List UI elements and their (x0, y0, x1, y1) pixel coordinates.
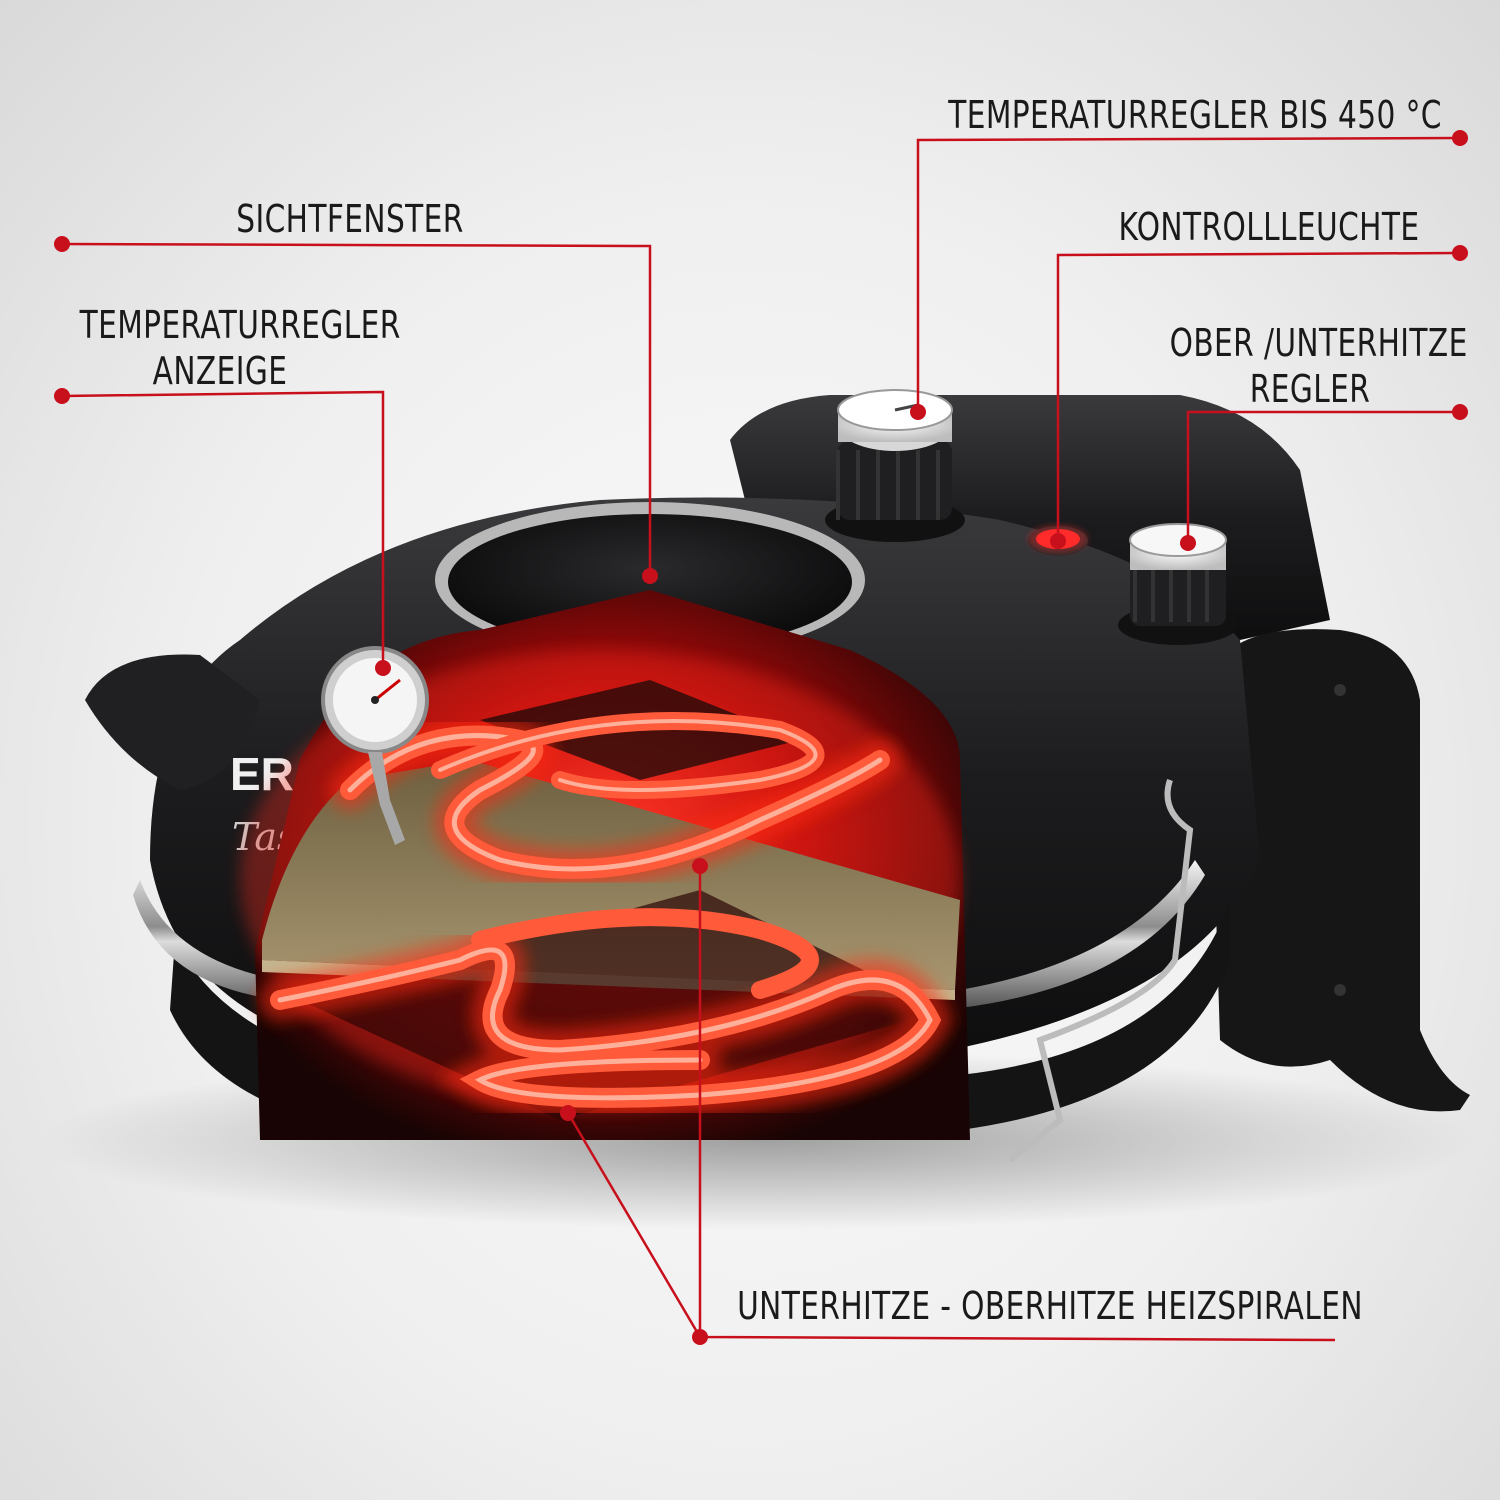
label-temperaturregler-anzeige: TEMPERATURREGLER ANZEIGE (79, 302, 401, 394)
label-ober-unterhitze-line1: OBER /UNTERHITZE (1169, 321, 1468, 365)
label-ober-unterhitze-line2: REGLER (1249, 367, 1371, 411)
label-heizspiralen: UNTERHITZE - OBERHITZE HEIZSPIRALEN (737, 1284, 1363, 1328)
label-temperaturregler-anzeige-line2: ANZEIGE (152, 349, 288, 393)
callout-dots (54, 130, 1468, 1345)
upper-heating-coil (330, 712, 900, 889)
thermometer-gauge (321, 646, 429, 845)
lower-heating-coil (259, 908, 954, 1119)
left-handle (85, 654, 260, 790)
right-leg (1210, 629, 1470, 1112)
temperature-knob (825, 389, 965, 542)
label-temperaturregler-anzeige-line1: TEMPERATURREGLER (79, 303, 401, 347)
heat-mode-knob (1118, 523, 1238, 645)
label-kontrollleuchte: KONTROLLLEUCHTE (1118, 205, 1420, 249)
label-ober-unterhitze-regler: OBER /UNTERHITZE REGLER (1169, 320, 1468, 412)
label-temperaturregler-450: TEMPERATURREGLER BIS 450 °C (948, 93, 1442, 137)
lid-latch (1008, 779, 1194, 1163)
label-sichtfenster: SICHTFENSTER (236, 197, 464, 241)
